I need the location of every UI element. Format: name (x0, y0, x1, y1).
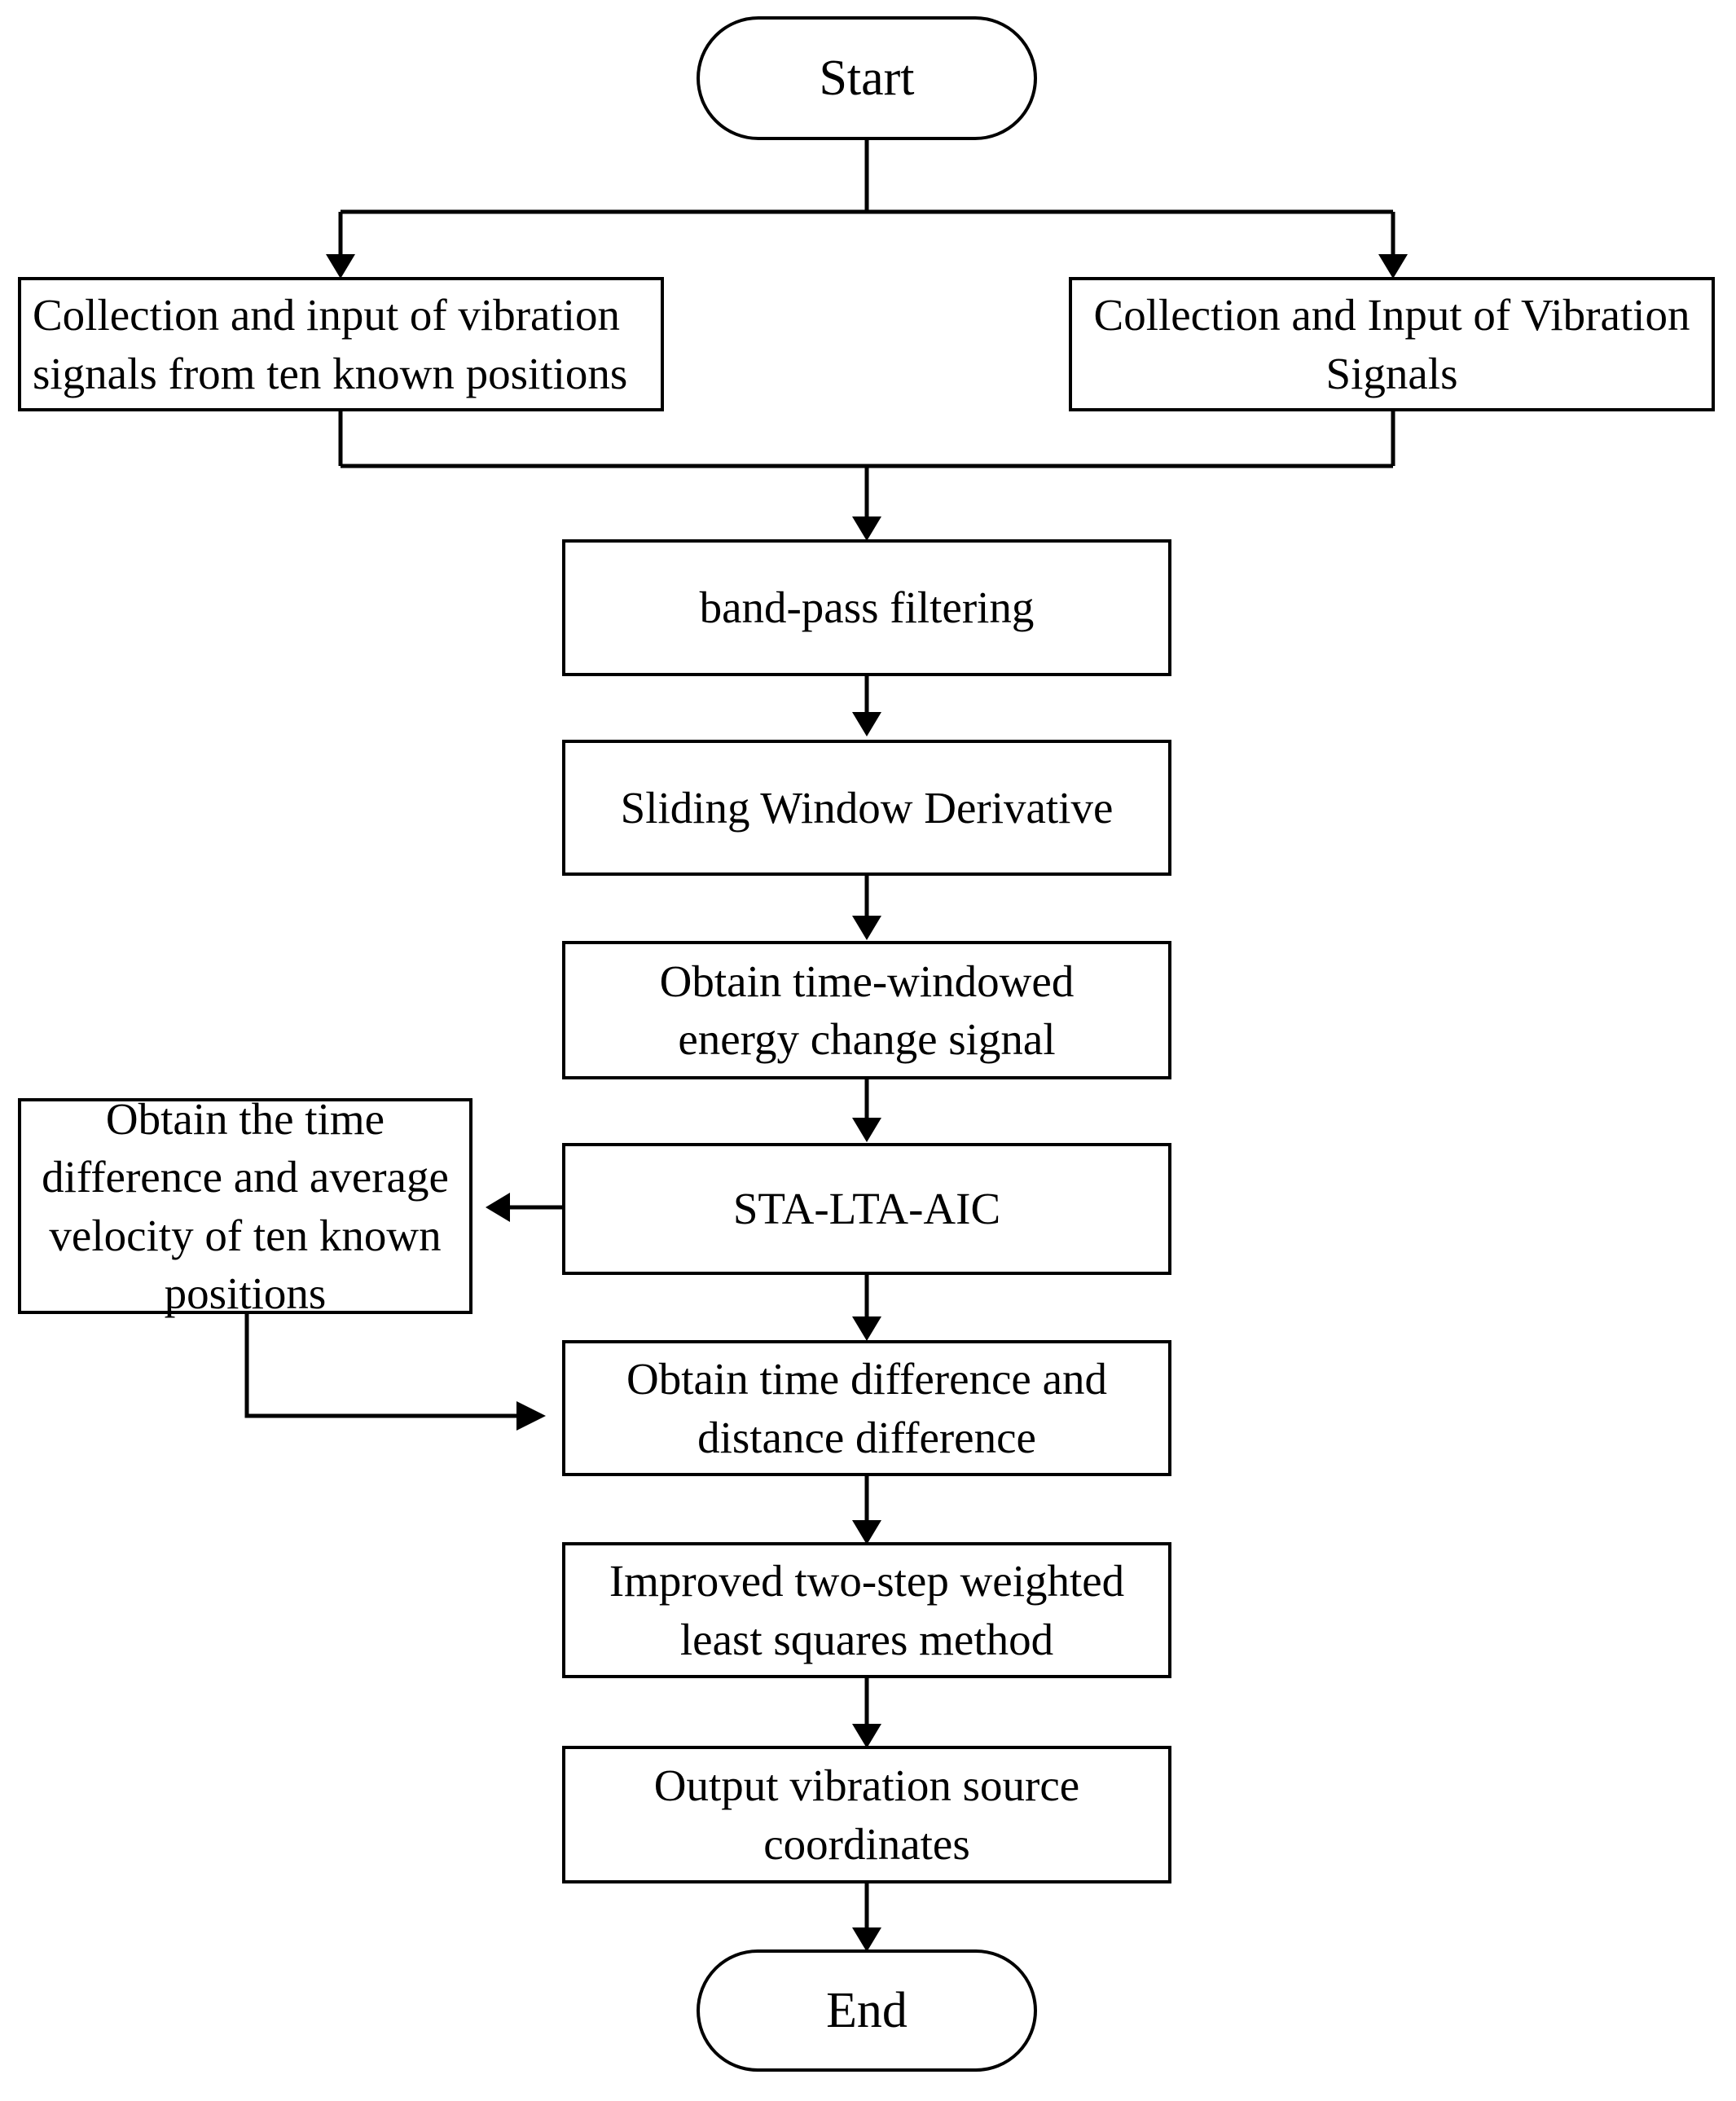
arrowhead-sta-lta-aic (852, 1118, 881, 1142)
arrowhead-sliding-window (852, 712, 881, 736)
node-sta-lta-aic-label: STA-LTA-AIC (732, 1184, 1001, 1234)
arrowhead-least-squares (852, 1520, 881, 1545)
node-time-difference-average-velocity-label: Obtain the time difference and average v… (42, 1093, 449, 1319)
node-end-label: End (826, 1982, 908, 2038)
node-time-distance-difference-label: Obtain time difference and distance diff… (626, 1354, 1107, 1462)
arrowhead-band-pass (852, 516, 881, 541)
node-start-label: Start (819, 50, 915, 106)
node-improved-two-step-weighted-least-squares[interactable]: Improved two-step weighted least squares… (562, 1542, 1171, 1678)
arrowhead-collect-vibration (1378, 254, 1408, 279)
arrowhead-end (852, 1927, 881, 1952)
node-collection-known-positions-label: Collection and input of vibration signal… (33, 290, 628, 398)
node-collection-known-positions[interactable]: Collection and input of vibration signal… (18, 277, 664, 411)
node-energy-change-signal-label: Obtain time-windowed energy change signa… (659, 956, 1075, 1065)
arrowhead-time-velocity (486, 1193, 510, 1222)
node-collection-vibration-signals[interactable]: Collection and Input of Vibration Signal… (1069, 277, 1715, 411)
node-time-difference-average-velocity[interactable]: Obtain the time difference and average v… (18, 1094, 472, 1318)
arrowhead-energy-change (852, 916, 881, 940)
node-sta-lta-aic[interactable]: STA-LTA-AIC (562, 1143, 1171, 1275)
arrowhead-output-coords (852, 1724, 881, 1748)
node-time-distance-difference[interactable]: Obtain time difference and distance diff… (562, 1340, 1171, 1476)
arrowhead-time-distance-side (516, 1401, 546, 1431)
node-end[interactable]: End (697, 1949, 1037, 2072)
node-sliding-window-derivative[interactable]: Sliding Window Derivative (562, 740, 1171, 876)
edge-time-velocity-elbow (244, 1314, 521, 1418)
node-energy-change-signal[interactable]: Obtain time-windowed energy change signa… (562, 941, 1171, 1079)
node-band-pass-filtering-label: band-pass filtering (699, 582, 1035, 633)
node-output-vibration-source-coordinates-label: Output vibration source coordinates (653, 1760, 1080, 1869)
arrowhead-time-distance (852, 1316, 881, 1341)
arrowhead-collect-known (326, 254, 355, 279)
node-collection-vibration-signals-label: Collection and Input of Vibration Signal… (1093, 290, 1690, 398)
node-sliding-window-derivative-label: Sliding Window Derivative (620, 782, 1114, 833)
node-output-vibration-source-coordinates[interactable]: Output vibration source coordinates (562, 1746, 1171, 1883)
node-improved-two-step-weighted-least-squares-label: Improved two-step weighted least squares… (609, 1556, 1125, 1664)
node-band-pass-filtering[interactable]: band-pass filtering (562, 539, 1171, 676)
node-start[interactable]: Start (697, 16, 1037, 140)
